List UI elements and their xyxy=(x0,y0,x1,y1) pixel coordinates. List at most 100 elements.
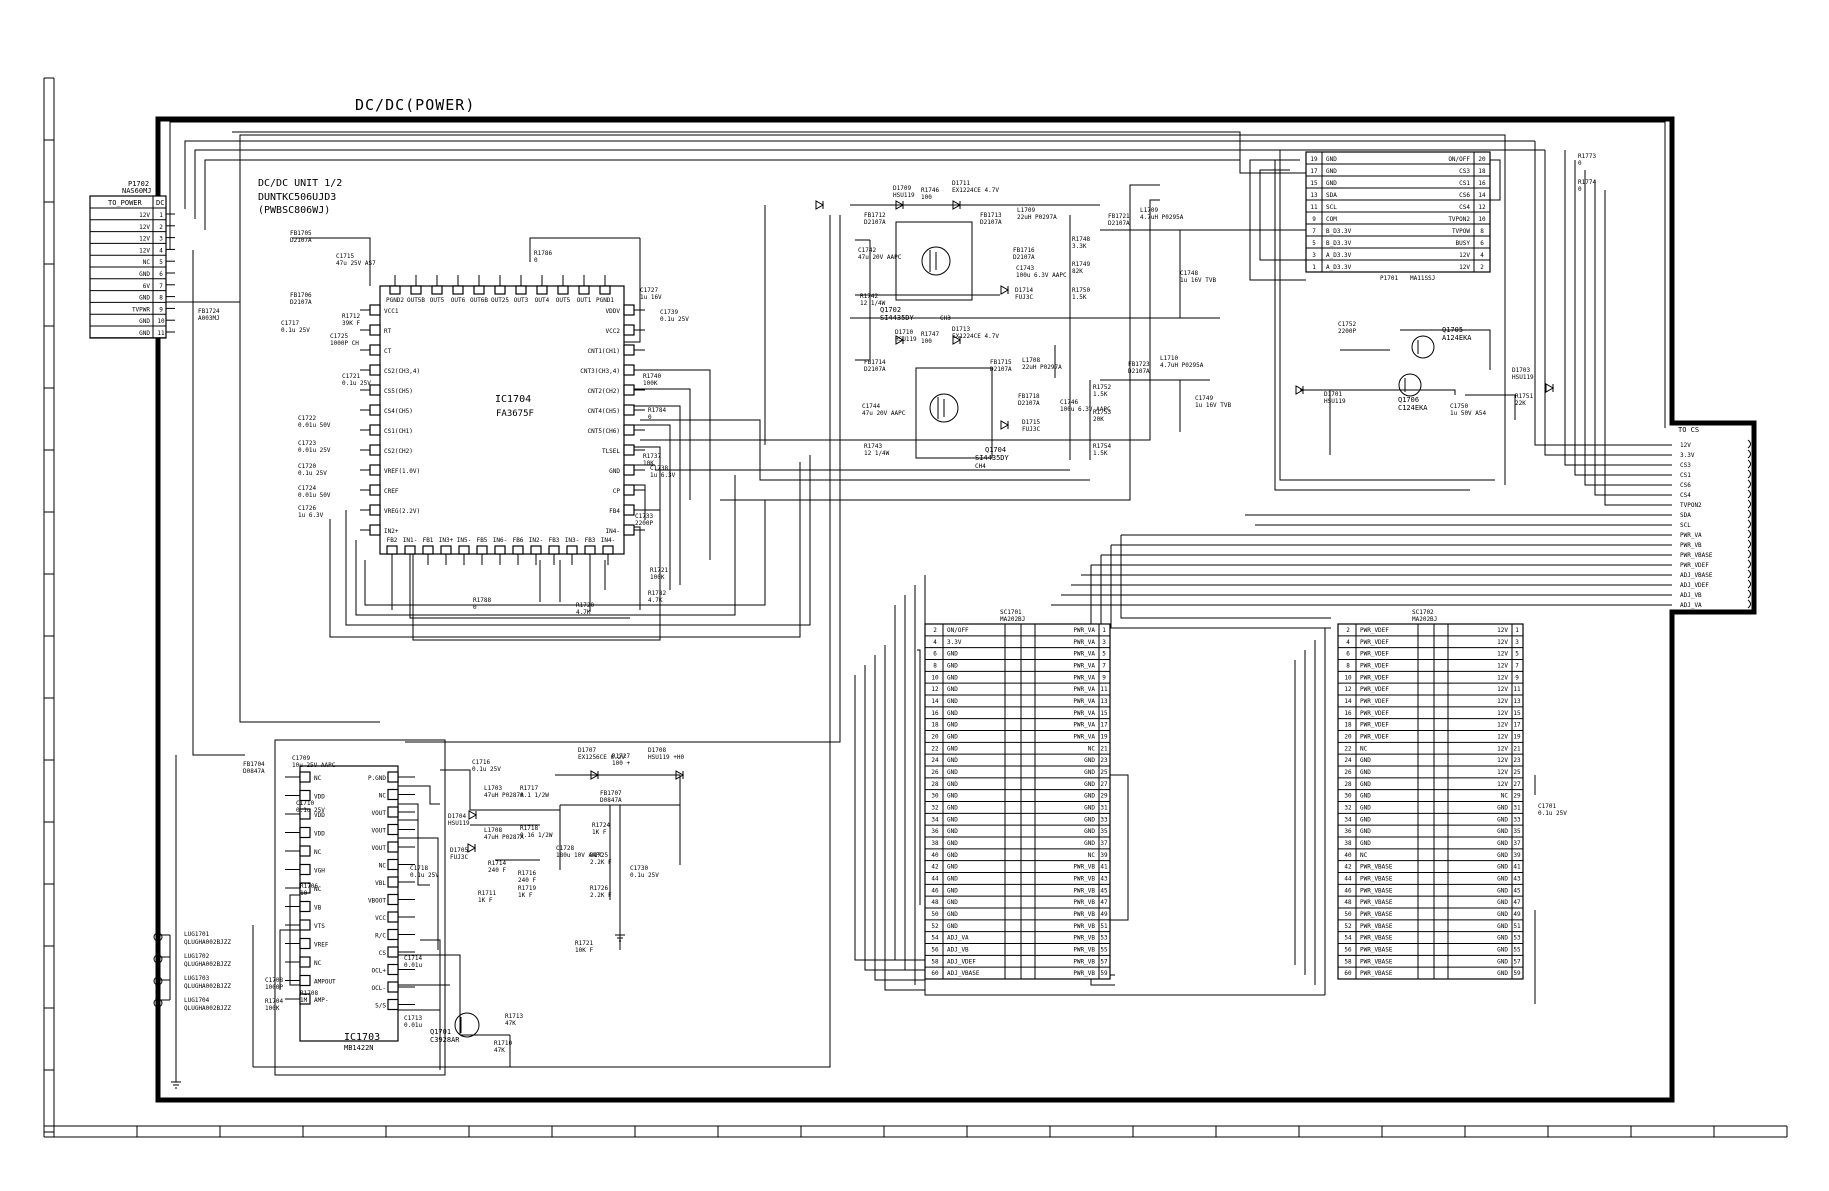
svg-text:TO_POWER: TO_POWER xyxy=(108,199,143,207)
part-value: 100 xyxy=(921,194,932,201)
sc1702-pin: 6 xyxy=(1346,651,1350,658)
sc1701-signal: GND xyxy=(947,840,958,847)
svg-text:CH3: CH3 xyxy=(940,315,951,322)
part-ref: C1739 xyxy=(660,309,678,316)
part-value: 2200P xyxy=(635,520,653,527)
p1701-pin: 7 xyxy=(1312,228,1316,235)
sc1701-pin: 2 xyxy=(933,627,937,634)
svg-text:TO CS: TO CS xyxy=(1678,426,1699,434)
part-ref: C1746 xyxy=(1060,399,1078,406)
ic1704-pin: IN6- xyxy=(493,537,507,544)
sc1701-signal: PWR_VA xyxy=(1073,674,1095,681)
ic1704-pin: OUT6B xyxy=(470,297,488,304)
sc1701-signal: ADJ_VDEF xyxy=(947,958,976,965)
part-value: 1M xyxy=(300,997,308,1004)
sc1702-signal: GND xyxy=(1497,876,1508,883)
part-ref: C1708 xyxy=(265,977,283,984)
to-cs-signal: ADJ_VDEF xyxy=(1680,582,1709,589)
sc1702-pin: 35 xyxy=(1513,828,1521,835)
lug-ref: LUG1702 xyxy=(184,953,210,960)
part-ref: C1721 xyxy=(342,373,360,380)
ic1704-pin: CT xyxy=(384,348,392,355)
sc1701-pin: 10 xyxy=(931,674,939,681)
to-cs-signal: PWR_VA xyxy=(1680,532,1702,539)
to-cs-signal: CS6 xyxy=(1680,482,1691,489)
svg-text:CH4: CH4 xyxy=(975,463,986,470)
sc1702-signal: PWR_VBASE xyxy=(1360,923,1393,930)
ic1703-pin: S/S xyxy=(375,1003,386,1010)
part-value: 0.1u 25V xyxy=(281,327,310,334)
sc1702-signal: 12V xyxy=(1497,781,1508,788)
ic1704-pin: VREF(1.0V) xyxy=(384,468,420,475)
part-ref: C1728 xyxy=(556,845,574,852)
part-value: 1u 16V xyxy=(640,294,662,301)
part-value: 1u 16V TVB xyxy=(1195,402,1232,409)
p1701-signal: 12V xyxy=(1459,252,1470,259)
sc1701-signal: PWR_VA xyxy=(1073,627,1095,634)
p1701-pin: 20 xyxy=(1478,156,1486,163)
to-cs-signal: PWR_VDEF xyxy=(1680,562,1709,569)
p1701-signal: SDA xyxy=(1326,192,1337,199)
sc1702-signal: 12V xyxy=(1497,698,1508,705)
part-value: 0.01u 50V xyxy=(298,422,331,429)
part-ref: C1710 xyxy=(296,800,314,807)
sc1702-pin: 20 xyxy=(1344,734,1352,741)
part-value: 0.1u 25V xyxy=(1538,810,1567,817)
part-ref: D1711 xyxy=(952,180,970,187)
part-ref: R1773 xyxy=(1578,153,1596,160)
p1701-signal: A_D3.3V xyxy=(1326,252,1352,259)
sc1702-signal: GND xyxy=(1497,864,1508,871)
p1701-signal: TVPOW xyxy=(1452,228,1470,235)
part-value: 47uH P0287A xyxy=(484,834,524,841)
ic1703-pin: CS xyxy=(379,950,387,957)
part-ref: C1750 xyxy=(1450,403,1468,410)
sc1702-signal: PWR_VBASE xyxy=(1360,935,1393,942)
ic1704-pin: RT xyxy=(384,328,392,335)
sc1701-pin: 1 xyxy=(1102,627,1106,634)
sc1701-signal: GND xyxy=(1084,757,1095,764)
part-ref: FB1721 xyxy=(1108,213,1130,220)
sc1701-signal: GND xyxy=(947,734,958,741)
svg-text:DUNTKC506UJD3: DUNTKC506UJD3 xyxy=(258,192,336,203)
part-ref: R1774 xyxy=(1578,179,1596,186)
sc1701-signal: PWR_VB xyxy=(1073,864,1095,871)
part-value: 1u 16V TVB xyxy=(1180,277,1217,284)
sc1701-signal: GND xyxy=(1084,805,1095,812)
p1701-pin: 13 xyxy=(1310,192,1318,199)
bjt-q1701: Q1701 C3928AR xyxy=(430,1012,480,1044)
sc1702-pin: 22 xyxy=(1344,745,1352,752)
part-value: 100K xyxy=(650,574,665,581)
part-ref: R1724 xyxy=(592,822,610,829)
sc1701-pin: 11 xyxy=(1100,686,1108,693)
ic1703-pin: VOUT xyxy=(372,845,387,852)
sc1701-signal: ON/OFF xyxy=(947,627,969,634)
sc1701-signal: GND xyxy=(947,805,958,812)
part-value: 47u 20V AAPC xyxy=(862,410,906,417)
sc1702-pin: 26 xyxy=(1344,769,1352,776)
ic1704-pin: VDDV xyxy=(606,308,621,315)
part-ref: R1716 xyxy=(518,870,536,877)
part-ref: C1724 xyxy=(298,485,316,492)
sc1701-signal: GND xyxy=(947,828,958,835)
part-ref: R1721 xyxy=(650,567,668,574)
part-value: 1K F xyxy=(518,892,533,899)
part-ref: C1722 xyxy=(298,415,316,422)
sc1701-signal: GND xyxy=(947,923,958,930)
sc1702-pin: 4 xyxy=(1346,639,1350,646)
sc1702-signal: 12V xyxy=(1497,710,1508,717)
part-ref: R1711 xyxy=(478,890,496,897)
p1701-signal: CS6 xyxy=(1459,192,1470,199)
part-value: 4.7uH P0295A xyxy=(1140,214,1184,221)
ic1704-pin: CS1(CH1) xyxy=(384,428,413,435)
sc1702-signal: GND xyxy=(1497,947,1508,954)
part-value: 100u 6.3V AAPC xyxy=(1060,406,1111,413)
sc1701-signal: PWR_VA xyxy=(1073,734,1095,741)
sc1702-signal: 12V xyxy=(1497,674,1508,681)
svg-text:FA3675F: FA3675F xyxy=(496,409,534,419)
p1701-signal: GND xyxy=(1326,156,1337,163)
lug-ref: LUG1704 xyxy=(184,997,210,1004)
ic1704-pin: CS2(CH3,4) xyxy=(384,368,420,375)
sc1701-signal: NC xyxy=(1088,745,1096,752)
sc1701-pin: 42 xyxy=(931,864,939,871)
sc1702-signal: PWR_VBASE xyxy=(1360,911,1393,918)
